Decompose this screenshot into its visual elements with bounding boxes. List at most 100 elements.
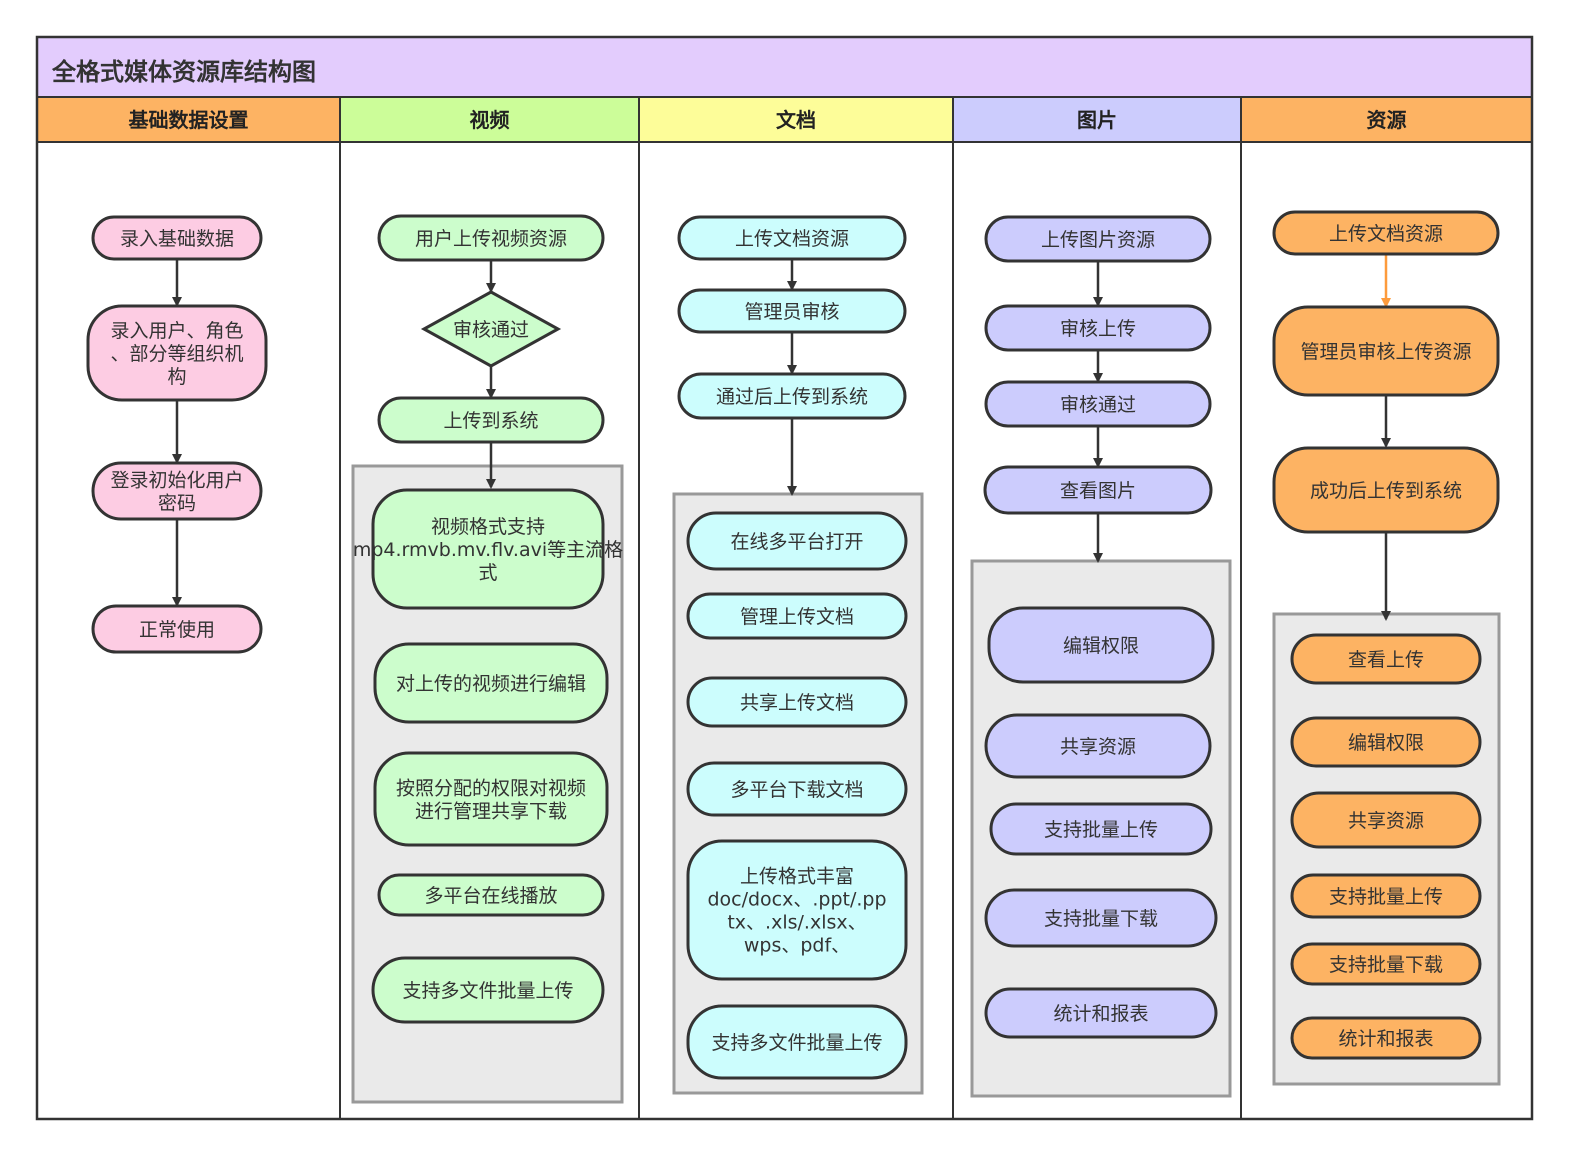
group-item: 编辑权限 bbox=[987, 606, 1215, 684]
group-item: 查看上传 bbox=[1290, 633, 1482, 685]
node-label: 对上传的视频进行编辑 bbox=[396, 673, 586, 695]
node-label: 多平台下载文档 bbox=[730, 779, 863, 801]
node-label: 上传到系统 bbox=[443, 410, 538, 432]
node-shape bbox=[686, 511, 908, 571]
node-label: 共享资源 bbox=[1348, 810, 1424, 832]
flow-node: 成功后上传到系统 bbox=[1272, 446, 1500, 534]
node-label: 在线多平台打开 bbox=[730, 531, 863, 553]
flow-node: 上传文档资源 bbox=[1272, 210, 1500, 256]
node-label: 正常使用 bbox=[139, 619, 215, 641]
lane-title: 文档 bbox=[776, 108, 816, 132]
node-shape bbox=[984, 713, 1212, 779]
node-label: 上传文档资源 bbox=[735, 228, 849, 250]
node-label: 审核上传 bbox=[1060, 318, 1136, 340]
node-label: 审核通过 bbox=[1060, 394, 1136, 416]
node-label: 查看上传 bbox=[1348, 649, 1424, 671]
node-label: 支持多文件批量上传 bbox=[402, 980, 573, 1002]
node-label: 支持多文件批量上传 bbox=[711, 1032, 882, 1054]
title-bar bbox=[37, 37, 1532, 97]
group-item: 统计和报表 bbox=[1290, 1016, 1482, 1060]
group-item: 统计和报表 bbox=[984, 987, 1218, 1039]
node-label: 管理员审核 bbox=[744, 301, 839, 323]
node-shape bbox=[984, 380, 1212, 428]
node-label: 支持批量下载 bbox=[1329, 954, 1443, 976]
node-label: 支持批量上传 bbox=[1044, 819, 1158, 841]
node-label: 上传文档资源 bbox=[1329, 223, 1443, 245]
node-shape bbox=[1290, 1016, 1482, 1060]
node-shape bbox=[1290, 873, 1482, 919]
node-shape bbox=[1272, 305, 1500, 397]
node-label: 统计和报表 bbox=[1053, 1003, 1148, 1025]
flow-node: 正常使用 bbox=[91, 604, 263, 654]
group-item: 多平台下载文档 bbox=[686, 761, 908, 817]
group-item: 支持多文件批量上传 bbox=[371, 956, 605, 1024]
node-shape bbox=[686, 1004, 908, 1080]
node-label: 共享资源 bbox=[1060, 736, 1136, 758]
node-label: 登录初始化用户密码 bbox=[110, 470, 243, 515]
lane-title: 视频 bbox=[470, 108, 510, 132]
lane-header-0 bbox=[36, 96, 341, 143]
node-shape bbox=[677, 372, 907, 420]
node-shape bbox=[983, 465, 1213, 515]
node-shape bbox=[1290, 633, 1482, 685]
group-item: 在线多平台打开 bbox=[686, 511, 908, 571]
flow-node: 上传图片资源 bbox=[984, 215, 1212, 263]
lane-header-4 bbox=[1240, 96, 1533, 143]
node-shape bbox=[1272, 446, 1500, 534]
node-label: 多平台在线播放 bbox=[424, 885, 557, 907]
node-label: 通过后上传到系统 bbox=[716, 386, 868, 408]
node-shape bbox=[984, 987, 1218, 1039]
group-box-4 bbox=[1272, 612, 1501, 1086]
diagram-border bbox=[35, 35, 1534, 1121]
group-item: 共享资源 bbox=[984, 713, 1212, 779]
node-shape bbox=[86, 304, 268, 402]
node-label: 成功后上传到系统 bbox=[1310, 480, 1462, 502]
node-shape bbox=[371, 956, 605, 1024]
group-item: 共享上传文档 bbox=[686, 676, 908, 728]
node-label: 支持批量上传 bbox=[1329, 886, 1443, 908]
group-item: 共享资源 bbox=[1290, 791, 1482, 849]
node-label: 录入用户、角色、部分等组织机构 bbox=[110, 320, 243, 388]
node-shape bbox=[677, 215, 907, 261]
flow-node: 上传到系统 bbox=[377, 396, 605, 444]
flow-node: 通过后上传到系统 bbox=[677, 372, 907, 420]
lane-title: 图片 bbox=[1077, 108, 1117, 132]
group-item: 支持批量上传 bbox=[989, 802, 1213, 856]
node-shape bbox=[686, 676, 908, 728]
group-item: 编辑权限 bbox=[1290, 716, 1482, 768]
node-label: 用户上传视频资源 bbox=[415, 228, 567, 250]
flow-node: 审核上传 bbox=[984, 304, 1212, 352]
node-label: 编辑权限 bbox=[1063, 635, 1139, 657]
node-shape bbox=[677, 288, 907, 334]
flow-node: 审核通过 bbox=[420, 290, 562, 368]
group-item: 多平台在线播放 bbox=[377, 873, 605, 917]
node-shape bbox=[987, 606, 1215, 684]
flow-node: 录入用户、角色、部分等组织机构 bbox=[86, 304, 268, 402]
node-shape bbox=[984, 304, 1212, 352]
node-label: 上传图片资源 bbox=[1041, 229, 1155, 251]
flow-node: 审核通过 bbox=[984, 380, 1212, 428]
group-item: 按照分配的权限对视频进行管理共享下载 bbox=[373, 751, 609, 847]
flow-node: 管理员审核 bbox=[677, 288, 907, 334]
node-label: 统计和报表 bbox=[1338, 1028, 1433, 1050]
node-shape bbox=[984, 215, 1212, 263]
node-shape bbox=[377, 873, 605, 917]
node-label: 按照分配的权限对视频进行管理共享下载 bbox=[396, 778, 586, 823]
lane-title: 资源 bbox=[1367, 108, 1407, 132]
node-shape bbox=[373, 751, 609, 847]
node-shape bbox=[373, 642, 609, 724]
group-item: 支持批量下载 bbox=[1290, 942, 1482, 986]
group-item: 支持批量下载 bbox=[984, 888, 1218, 948]
node-shape bbox=[984, 888, 1218, 948]
node-label: 管理上传文档 bbox=[740, 606, 854, 628]
group-item: 支持多文件批量上传 bbox=[686, 1004, 908, 1080]
node-label: 录入基础数据 bbox=[120, 228, 234, 250]
node-shape bbox=[91, 215, 263, 261]
flow-node: 查看图片 bbox=[983, 465, 1213, 515]
flow-node: 管理员审核上传资源 bbox=[1272, 305, 1500, 397]
node-shape bbox=[686, 761, 908, 817]
decision-shape bbox=[420, 290, 562, 368]
